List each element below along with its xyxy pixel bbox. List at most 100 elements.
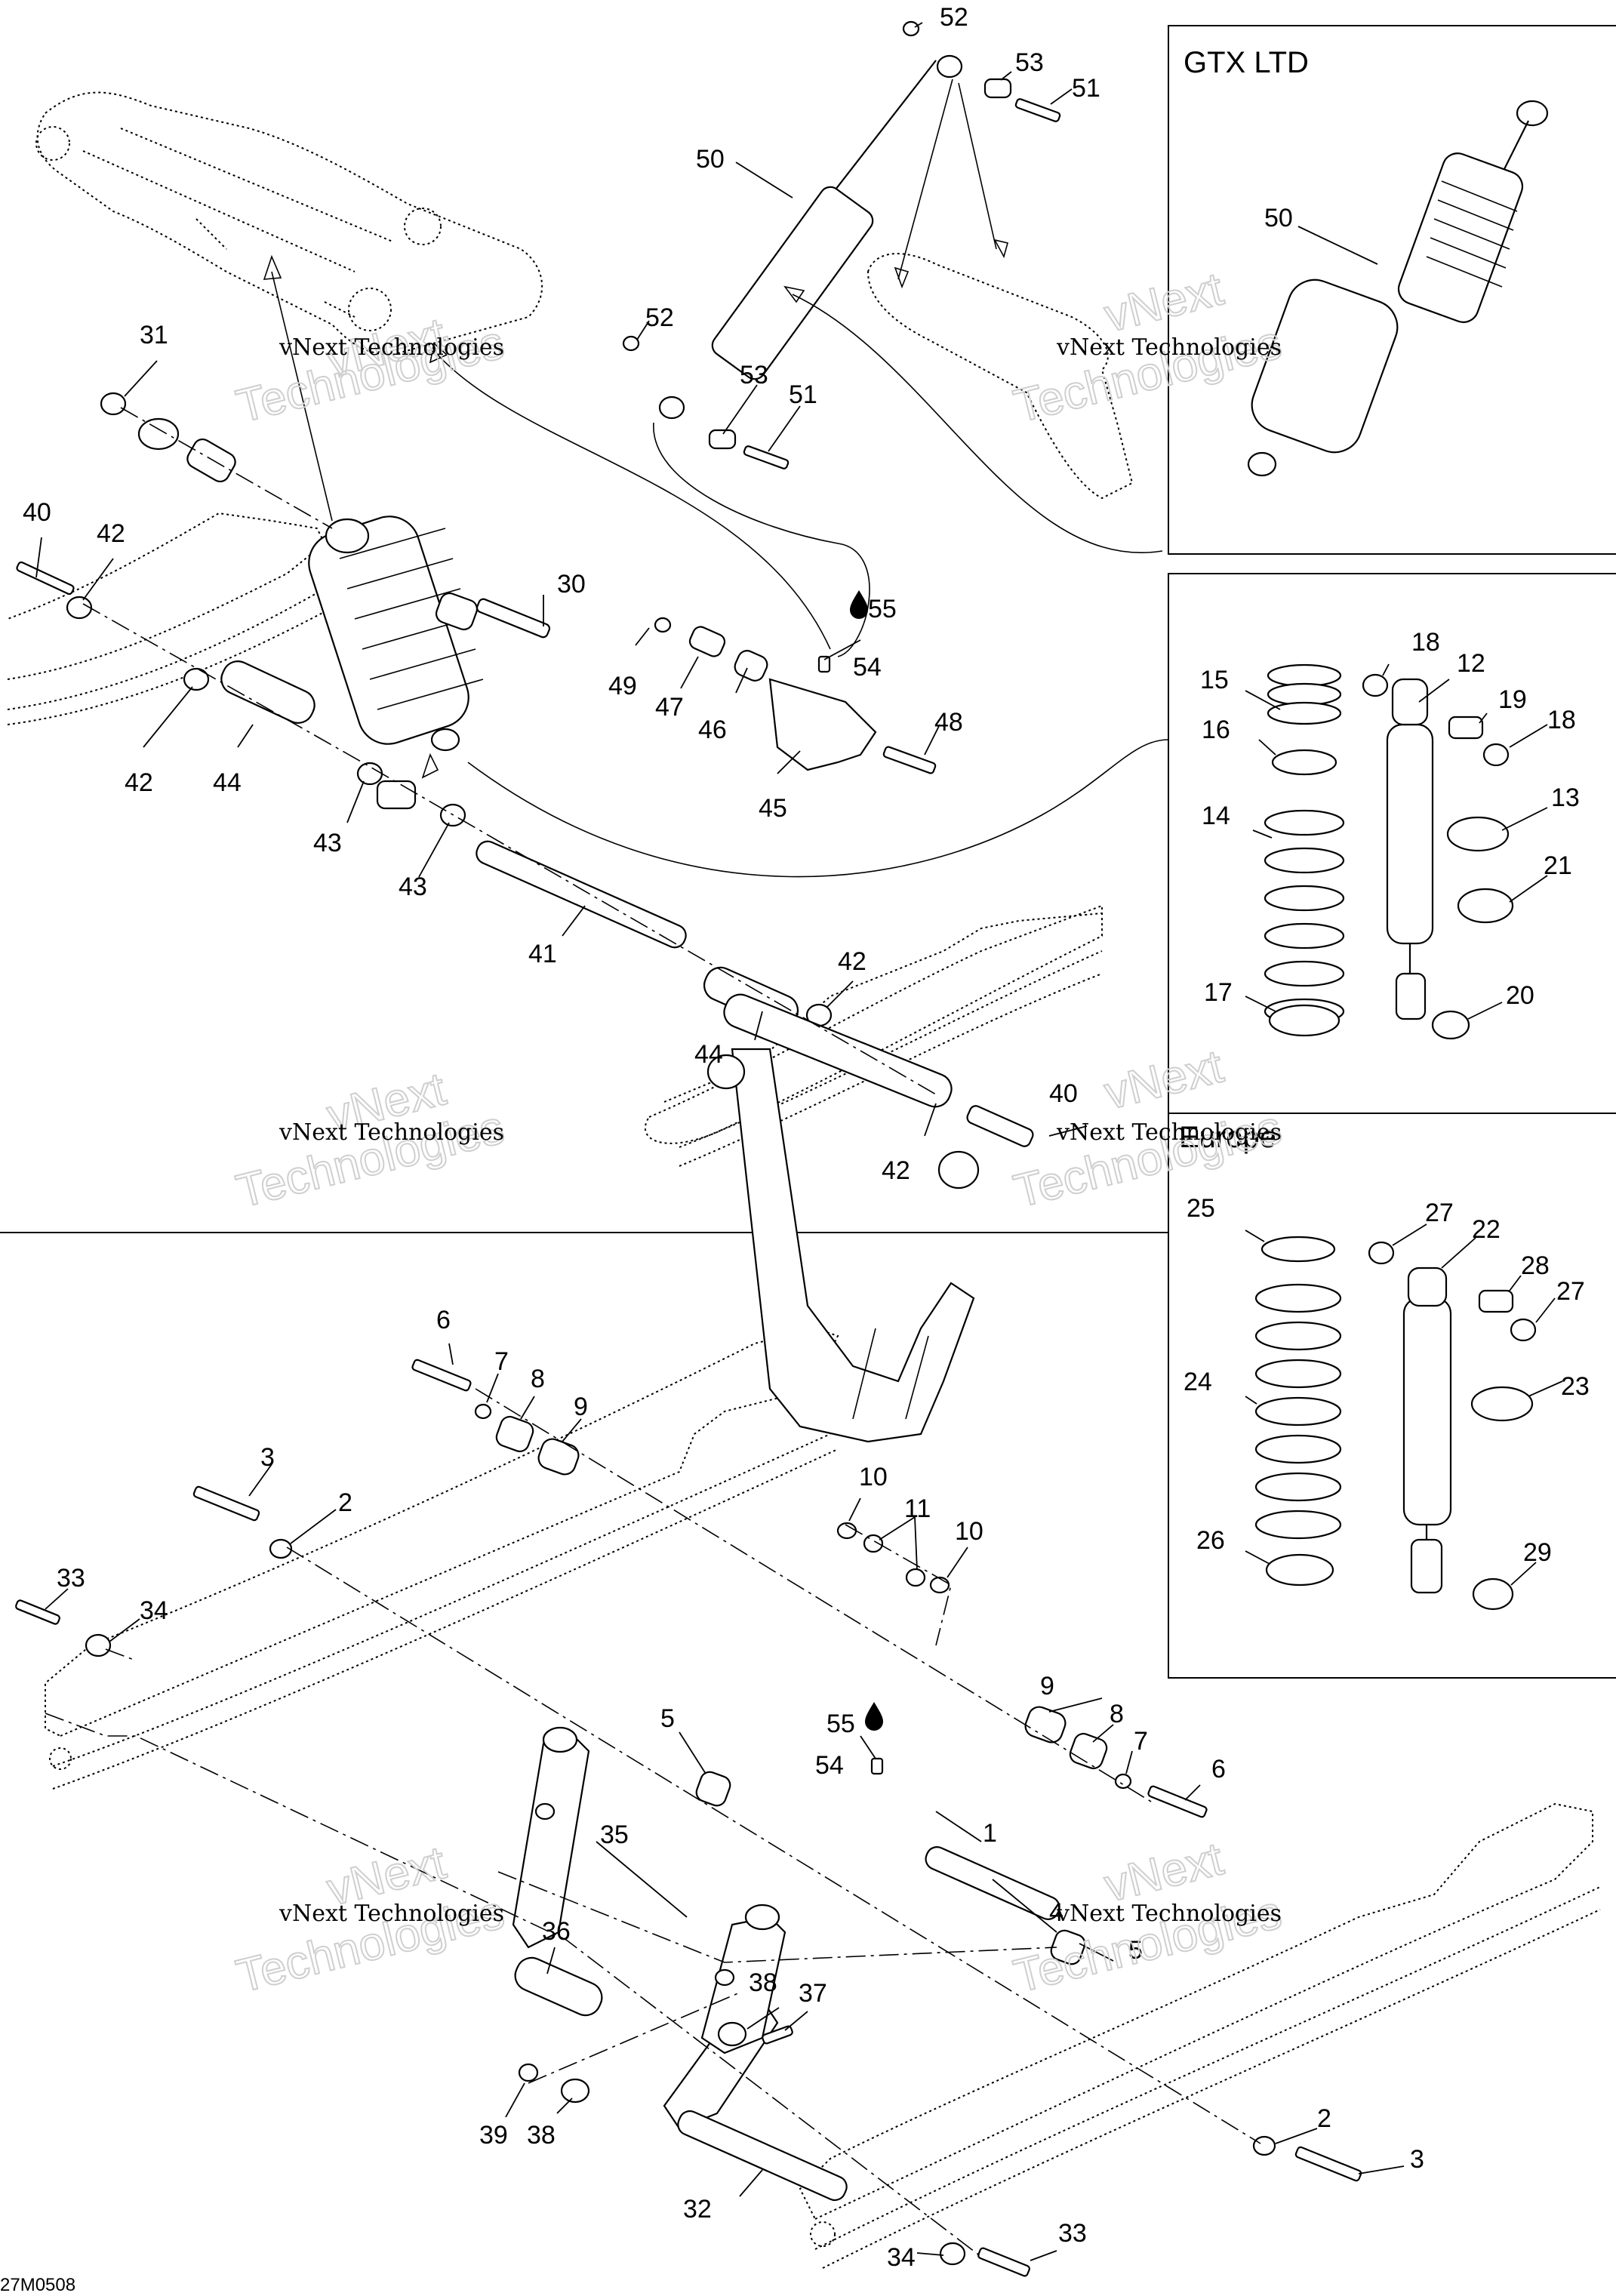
callout-54: 54	[815, 1751, 844, 1780]
callout-2: 2	[1317, 2104, 1331, 2133]
callout-11: 11	[904, 1494, 931, 1523]
bolt-51a	[1014, 98, 1061, 122]
callout-53: 53	[740, 361, 768, 389]
shock-body-12	[1386, 678, 1434, 1020]
callout-48: 48	[934, 708, 963, 737]
callout-labels: 52 53 51 50 52 53 51 50 31 40 42 30 55 5…	[23, 3, 1590, 2272]
spring-seat-25	[1260, 1236, 1336, 1263]
spring-14	[1264, 809, 1345, 1025]
washer-7a	[474, 1403, 492, 1420]
watermark-text: vNext Technologies	[1056, 1119, 1282, 1146]
bushing-43b	[376, 780, 417, 810]
callout-22: 22	[1472, 1215, 1501, 1244]
nut-52a	[902, 20, 920, 37]
callout-7: 7	[1134, 1727, 1148, 1756]
callout-43: 43	[313, 829, 342, 857]
bushing-5a	[695, 1771, 731, 1807]
callout-12: 12	[1457, 649, 1485, 678]
nut-11a	[863, 1534, 884, 1553]
sleeve-31c	[186, 438, 236, 483]
bushing-30a	[435, 592, 479, 631]
callout-34: 34	[140, 1596, 168, 1625]
callout-27: 27	[1425, 1199, 1454, 1227]
callout-24: 24	[1184, 1368, 1212, 1396]
leader-lines	[35, 22, 1563, 2261]
sleeve-53a	[983, 78, 1012, 99]
callout-27: 27	[1556, 1277, 1585, 1306]
bushing-18a	[1362, 673, 1389, 697]
nut-31	[100, 392, 127, 416]
sleeve-19	[1448, 716, 1484, 740]
callout-6: 6	[436, 1306, 451, 1334]
callout-52: 52	[940, 3, 968, 32]
spring-24	[1254, 1283, 1342, 1540]
callout-44: 44	[694, 1040, 723, 1069]
watermark-text: vNext Technologies	[279, 334, 504, 361]
rail-top-left	[7, 512, 340, 725]
rail-bottom-right	[799, 1802, 1601, 2269]
sleeve-53b	[708, 429, 737, 450]
callout-19: 19	[1498, 685, 1527, 714]
washer-10b	[929, 1576, 950, 1594]
bolt-51b	[743, 445, 790, 469]
callout-41: 41	[528, 940, 557, 968]
callout-8: 8	[531, 1365, 545, 1393]
watermark-small: vNext	[1100, 1040, 1228, 1119]
spacer-36	[514, 1956, 603, 2017]
callout-31: 31	[140, 321, 168, 349]
callout-34: 34	[887, 2243, 916, 2272]
axle-32	[677, 2110, 848, 2202]
watermark-small: vNext	[1100, 263, 1228, 342]
bolt-6a	[411, 1359, 472, 1392]
spring-15	[1267, 663, 1342, 725]
spring-set-europe	[1254, 1236, 1537, 1611]
washer-2a	[269, 1538, 293, 1559]
callout-8: 8	[1110, 1700, 1124, 1728]
bushing-27b	[1510, 1318, 1537, 1342]
link-35a	[512, 1726, 590, 1949]
callout-25: 25	[1187, 1194, 1215, 1223]
axle-41	[476, 840, 687, 949]
washer-43a	[356, 762, 383, 786]
callout-38: 38	[749, 1968, 777, 1997]
panel-frames	[0, 25, 1616, 1679]
callout-36: 36	[542, 1917, 571, 1946]
callout-17: 17	[1204, 978, 1233, 1007]
callout-13: 13	[1551, 783, 1580, 812]
callout-33: 33	[57, 1564, 85, 1593]
rail-bottom-left	[45, 1327, 839, 1790]
washer-34a	[85, 1633, 112, 1657]
bracket-45	[768, 678, 877, 771]
nut-52b	[622, 335, 640, 352]
callout-40: 40	[1049, 1079, 1078, 1108]
nut-39	[518, 2063, 539, 2082]
callout-33: 33	[1058, 2219, 1087, 2248]
frame-reference-dotted	[35, 91, 543, 356]
callout-7: 7	[494, 1347, 509, 1376]
cover-23	[1470, 1386, 1534, 1422]
bracket-reference-dotted	[866, 253, 1134, 500]
shock-body-22	[1402, 1266, 1452, 1594]
callout-10: 10	[859, 1463, 888, 1491]
cover-13	[1446, 816, 1510, 852]
watermark-text: vNext Technologies	[1056, 1901, 1282, 1927]
oil-drop-icon	[850, 590, 868, 619]
callout-52: 52	[645, 303, 674, 332]
callout-3: 3	[260, 1443, 275, 1472]
callout-55: 55	[826, 1710, 855, 1738]
spacer-9a	[537, 1438, 580, 1476]
callout-45: 45	[759, 794, 787, 823]
rail-top-right	[644, 904, 1103, 1167]
callout-18: 18	[1547, 706, 1576, 734]
hardware-bottom	[15, 1359, 1362, 2277]
callout-21: 21	[1544, 851, 1572, 880]
watermark-text: vNext Technologies	[1056, 334, 1282, 361]
bushing-27a	[1368, 1241, 1395, 1265]
assembly-axes	[45, 407, 1261, 2258]
reference-arrows	[263, 78, 1169, 878]
callout-9: 9	[574, 1393, 588, 1421]
callout-40: 40	[23, 498, 51, 527]
nut-49	[654, 617, 672, 633]
ring-21	[1457, 888, 1514, 924]
